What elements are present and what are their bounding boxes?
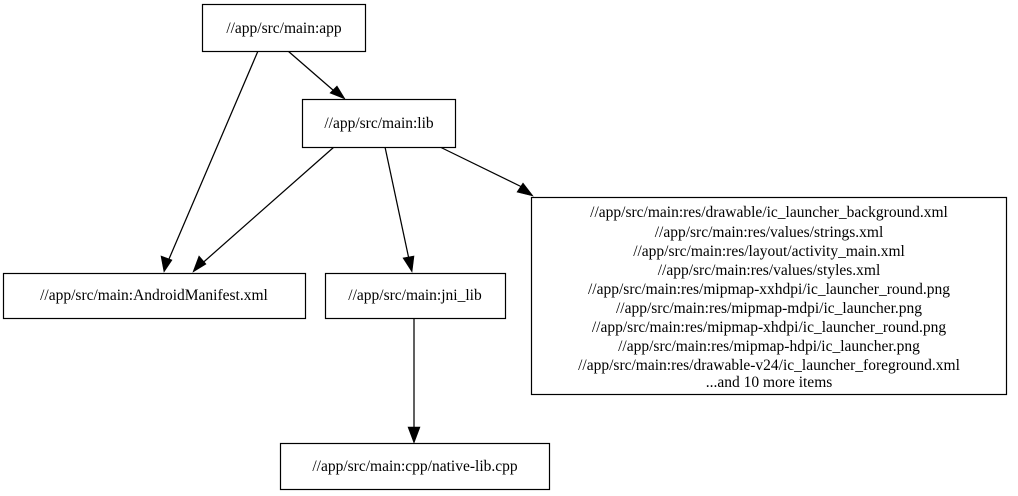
node-manifest[interactable]: //app/src/main:AndroidManifest.xml xyxy=(2,272,307,320)
edge-line xyxy=(287,50,342,98)
node-resources[interactable]: //app/src/main:res/drawable/ic_launcher_… xyxy=(530,196,1008,396)
edge-app-to-manifest xyxy=(160,50,259,273)
node-label-resources-line-9: //app/src/main:res/drawable-v24/ic_launc… xyxy=(578,357,960,374)
edge-jni_lib-to-native_lib xyxy=(407,318,421,444)
arrowhead-icon xyxy=(407,426,421,444)
node-label-native-lib: //app/src/main:cpp/native-lib.cpp xyxy=(312,458,518,475)
node-label-jni-lib: //app/src/main:jni_lib xyxy=(348,287,482,304)
node-label-resources-line-8: //app/src/main:res/mipmap-hdpi/ic_launch… xyxy=(618,338,920,355)
node-lib[interactable]: //app/src/main:lib xyxy=(301,98,457,149)
node-app[interactable]: //app/src/main:app xyxy=(201,3,367,53)
node-box[interactable] xyxy=(201,3,367,53)
node-label-resources-line-4: //app/src/main:res/values/styles.xml xyxy=(658,262,881,279)
node-native-lib[interactable]: //app/src/main:cpp/native-lib.cpp xyxy=(279,442,551,491)
edge-app-to-lib xyxy=(287,50,346,100)
edge-line xyxy=(165,50,259,267)
node-label-manifest: //app/src/main:AndroidManifest.xml xyxy=(40,287,268,304)
node-label-resources-line-2: //app/src/main:res/values/strings.xml xyxy=(655,224,884,241)
node-box[interactable] xyxy=(301,98,457,149)
edge-lib-to-manifest xyxy=(192,146,335,273)
node-label-resources-line-7: //app/src/main:res/mipmap-xhdpi/ic_launc… xyxy=(592,319,947,336)
node-label-resources-line-5: //app/src/main:res/mipmap-xxhdpi/ic_laun… xyxy=(588,281,950,298)
edge-line xyxy=(197,146,335,268)
node-jni-lib[interactable]: //app/src/main:jni_lib xyxy=(324,272,507,320)
arrowhead-icon xyxy=(329,85,346,100)
node-box[interactable] xyxy=(279,442,551,491)
edge-line xyxy=(439,146,529,191)
node-box[interactable] xyxy=(530,196,1008,396)
node-label-resources-line-1: //app/src/main:res/drawable/ic_launcher_… xyxy=(590,204,948,221)
arrowhead-icon xyxy=(160,255,173,273)
edge-line xyxy=(384,146,411,265)
node-label-lib: //app/src/main:lib xyxy=(324,115,434,132)
node-box[interactable] xyxy=(2,272,307,320)
node-label-app: //app/src/main:app xyxy=(226,20,342,37)
node-box[interactable] xyxy=(324,272,507,320)
node-label-resources-line-10: ...and 10 more items xyxy=(706,374,833,391)
node-label-resources-line-6: //app/src/main:res/mipmap-mdpi/ic_launch… xyxy=(616,300,922,317)
edge-lib-to-resources xyxy=(439,146,534,197)
arrowhead-icon xyxy=(192,255,207,273)
node-label-resources-line-3: //app/src/main:res/layout/activity_main.… xyxy=(633,243,905,260)
arrowhead-icon xyxy=(516,182,534,197)
edge-lib-to-jni_lib xyxy=(384,146,415,273)
arrowhead-icon xyxy=(402,255,415,273)
